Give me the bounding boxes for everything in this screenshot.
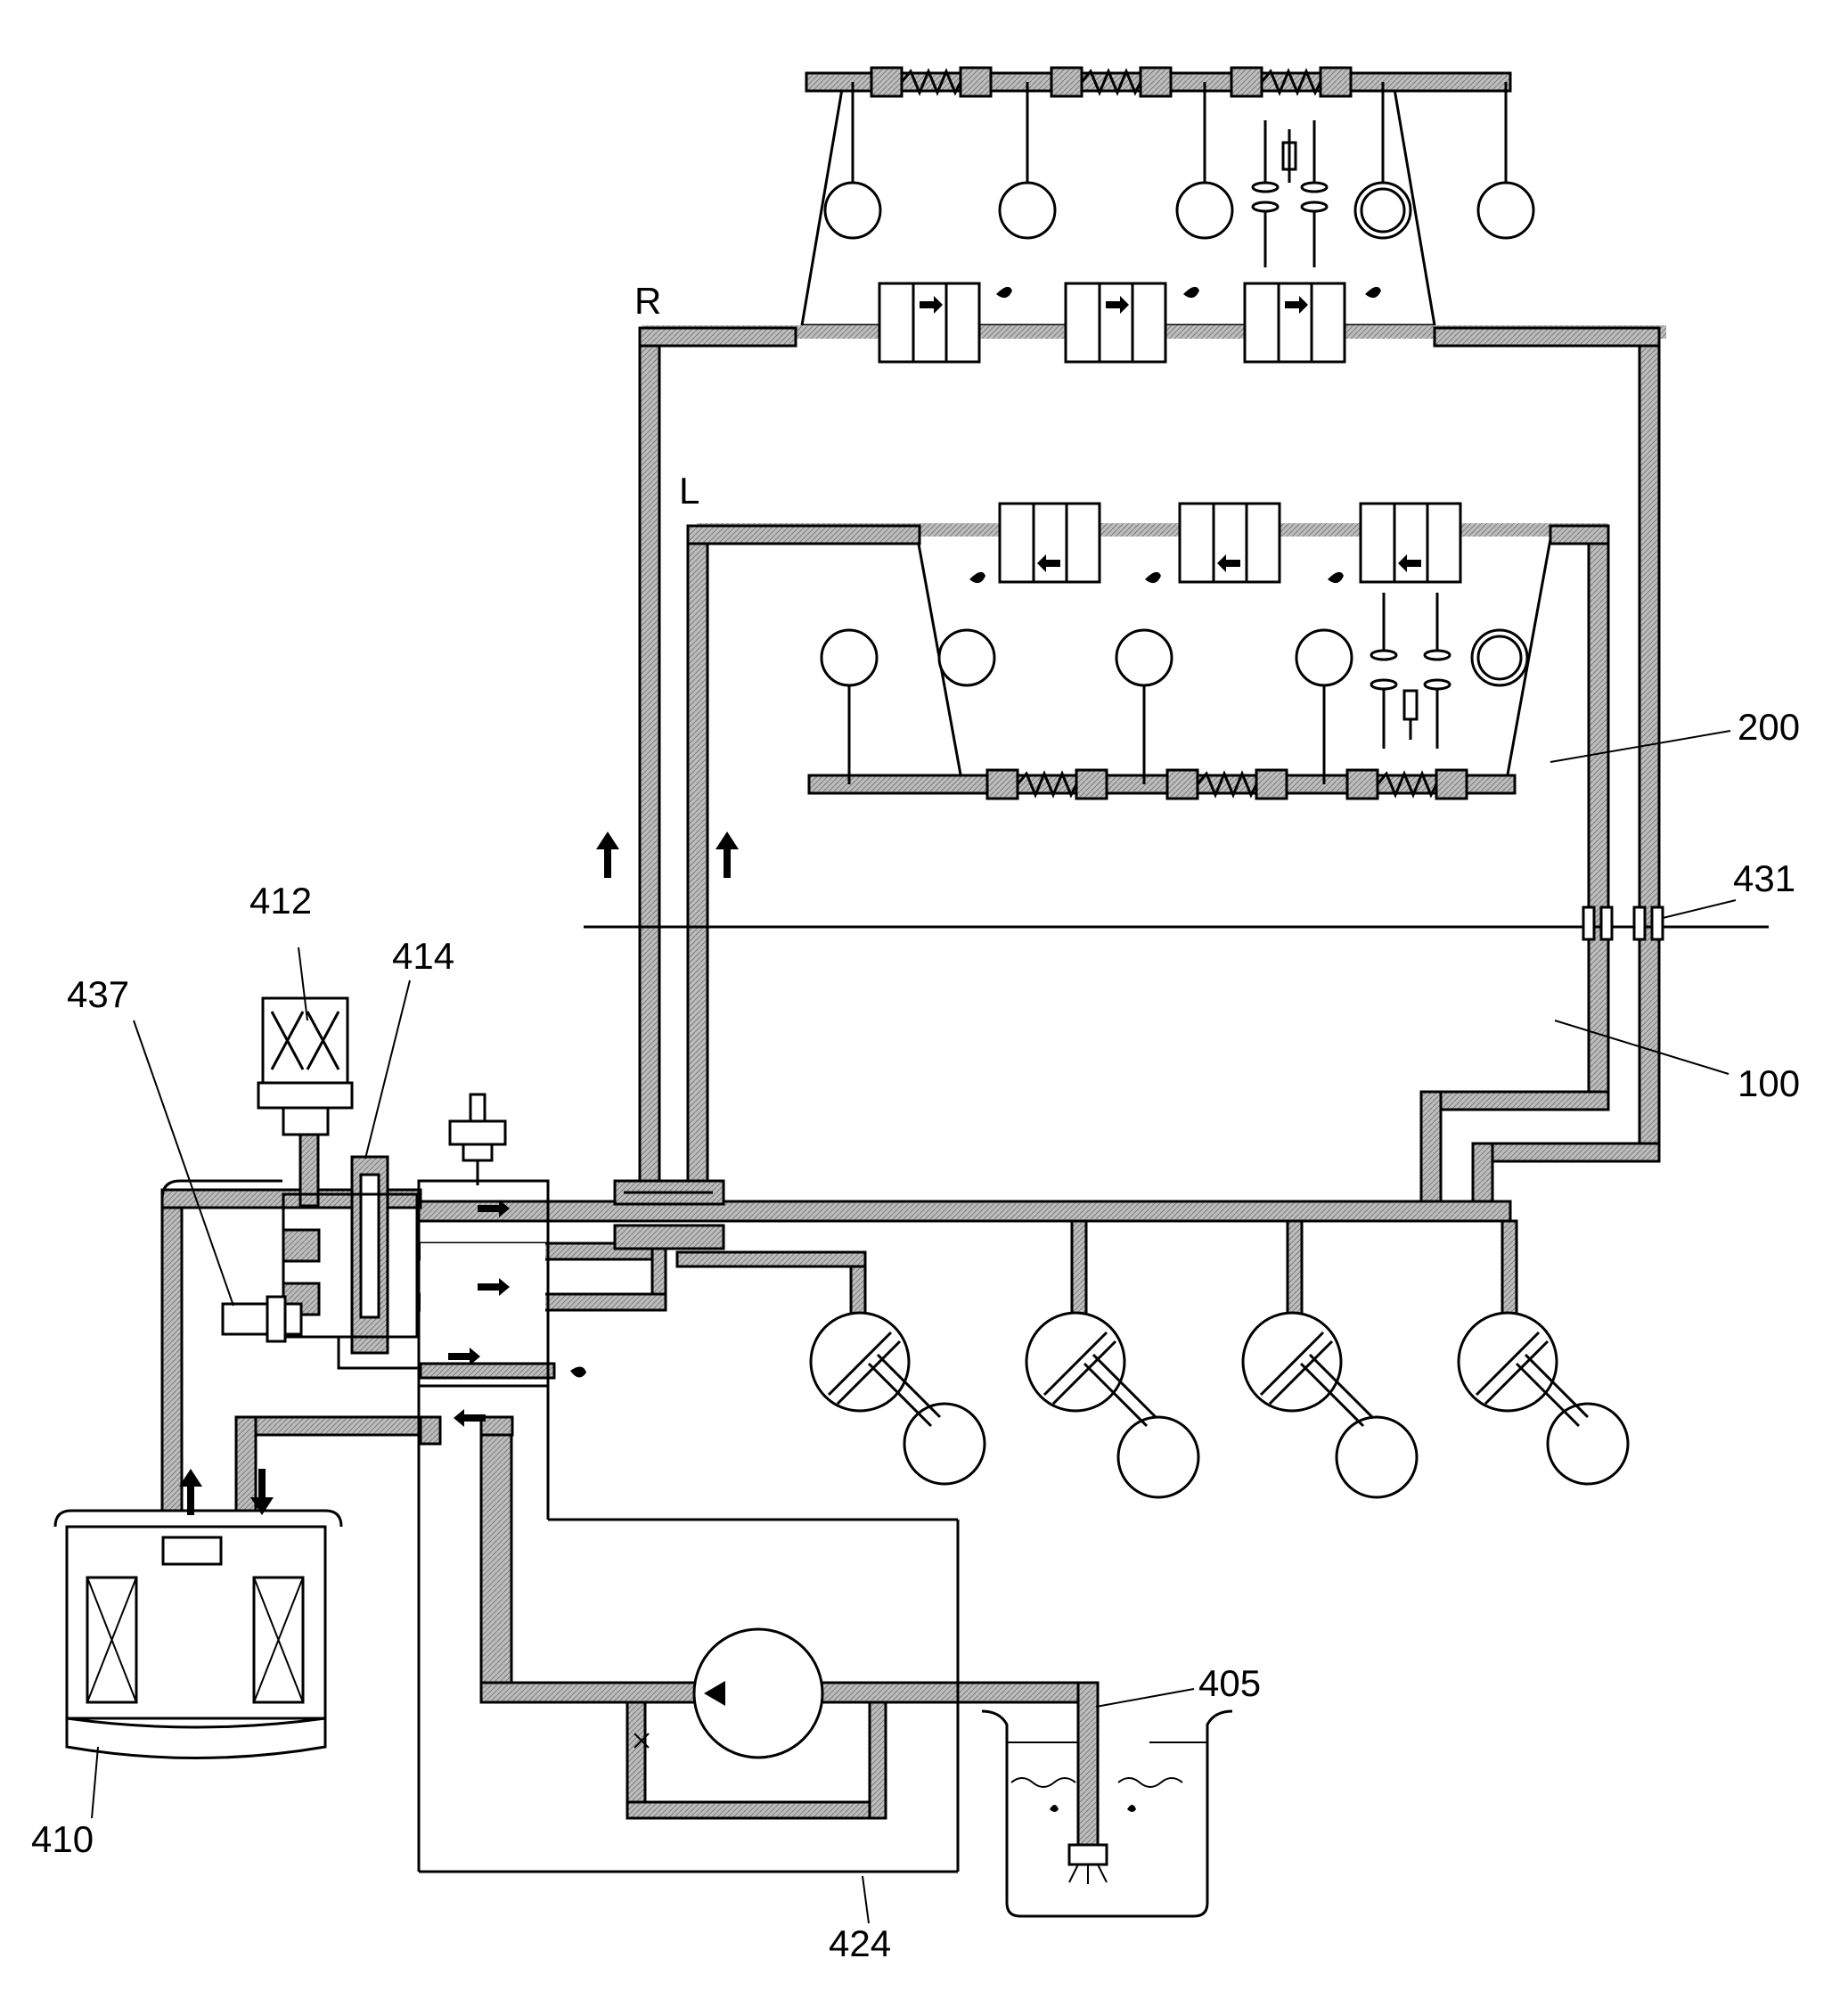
riser-connector-block	[613, 1179, 725, 1250]
hydraulic-lifters-right	[878, 282, 1381, 364]
callout-424: 424	[829, 1922, 891, 1964]
camshaft-journals-left	[820, 628, 1529, 784]
callout-414: 414	[392, 935, 454, 977]
oil-pressure-sensor-437	[221, 1295, 303, 1343]
filter-feed-cap	[160, 1179, 282, 1200]
bank-label-right: R	[634, 280, 661, 322]
valve-spring-top	[870, 66, 1353, 98]
callout-412: 412	[249, 880, 312, 922]
callout-100: 100	[1738, 1062, 1800, 1104]
filter-adapter-housing	[417, 1179, 960, 1873]
valve-spring-bottom	[985, 768, 1468, 800]
control-valve-414	[282, 1155, 421, 1370]
right-cylinder-head	[642, 66, 1666, 364]
callout-410: 410	[31, 1818, 94, 1860]
callout-437: 437	[67, 973, 129, 1015]
crankshaft-journals	[809, 1311, 1630, 1499]
valves-right	[1251, 120, 1329, 267]
valves-left	[1370, 593, 1451, 749]
left-cylinder-head	[697, 502, 1608, 800]
oil-pan-pickup-405	[981, 1709, 1233, 1918]
camshaft-journals-right	[823, 82, 1535, 240]
flow-arrow-to-filter	[179, 1469, 274, 1515]
gasket-orifices	[1582, 906, 1664, 941]
callout-405: 405	[1198, 1662, 1261, 1704]
flow-arrow-up-right	[596, 832, 619, 878]
oil-passages	[160, 326, 1661, 1849]
leader-lines	[91, 730, 1737, 1924]
flow-arrow-up-left	[715, 832, 739, 878]
callout-200: 200	[1738, 706, 1800, 748]
callout-labels: 412 414 437 410 424 405 200 100 431 R L	[31, 280, 1800, 1964]
oil-solenoid-412	[257, 996, 354, 1208]
oil-pump	[634, 1627, 824, 1759]
callout-431: 431	[1733, 857, 1795, 899]
hydraulic-lifters-left	[969, 502, 1462, 584]
pressure-sender	[448, 1093, 507, 1185]
oil-filter-410	[53, 1509, 343, 1759]
bank-label-left: L	[679, 470, 699, 512]
